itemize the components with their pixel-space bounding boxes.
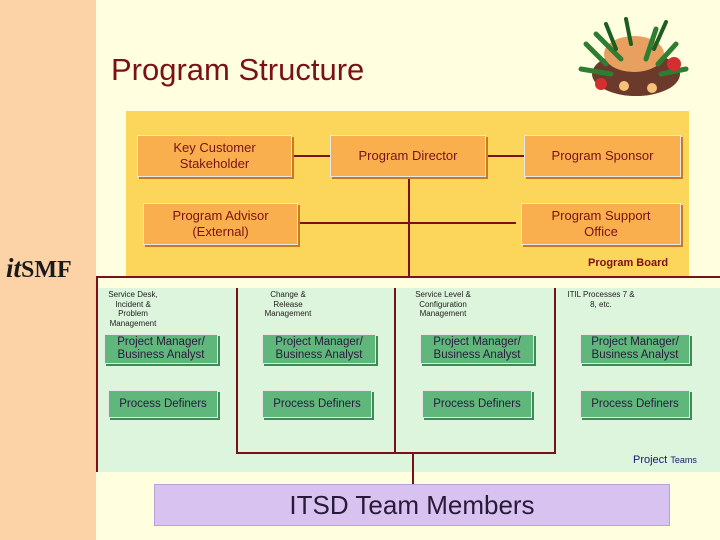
project-teams-label-small: Teams: [670, 455, 697, 465]
program-sponsor-box: Program Sponsor: [524, 135, 681, 177]
itsmf-logo-smf: SMF: [21, 257, 72, 283]
left-sidebar-band: [0, 0, 96, 540]
process-definers-label: Process Definers: [119, 397, 207, 410]
connector-line: [412, 452, 414, 484]
project-manager-box: Project Manager/ Business Analyst: [104, 334, 218, 364]
connector-line: [394, 288, 396, 453]
process-definers-label: Process Definers: [591, 397, 679, 410]
program-sponsor-label: Program Sponsor: [551, 148, 654, 163]
itsmf-logo-it: it: [6, 253, 22, 283]
project-manager-label: Project Manager/ Business Analyst: [591, 336, 679, 361]
process-definers-label: Process Definers: [273, 397, 361, 410]
connector-line: [236, 288, 238, 453]
connector-line: [486, 155, 524, 157]
project-manager-label: Project Manager/ Business Analyst: [433, 336, 521, 361]
itsd-team-members-label: ITSD Team Members: [289, 489, 535, 520]
program-advisor-label: Program Advisor (External): [172, 208, 269, 239]
program-director-label: Program Director: [358, 148, 458, 163]
program-support-office-label: Program Support Office: [551, 208, 651, 239]
team-area-label: Change & Release Management: [264, 290, 312, 318]
project-manager-label: Project Manager/ Business Analyst: [117, 336, 205, 361]
program-support-office-box: Program Support Office: [517, 199, 681, 245]
connector-line: [296, 222, 516, 224]
itsmf-logo: itSMF: [6, 253, 92, 285]
project-manager-box: Project Manager/ Business Analyst: [420, 334, 534, 364]
connector-line: [292, 155, 330, 157]
connector-line: [408, 176, 410, 276]
page-title: Program Structure: [111, 52, 365, 87]
process-definers-box: Process Definers: [575, 386, 690, 418]
project-manager-box: Project Manager/ Business Analyst: [580, 334, 690, 364]
connector-line: [96, 276, 98, 472]
team-area-label: ITIL Processes 7 & 8, etc.: [567, 290, 635, 309]
connector-line: [236, 452, 556, 454]
program-advisor-box: Program Advisor (External): [139, 199, 298, 245]
key-customer-stakeholder-box: Key Customer Stakeholder: [137, 135, 292, 177]
project-teams-label-main: Project: [633, 454, 668, 466]
team-area-label: Service Level & Configuration Management: [415, 290, 471, 318]
process-definers-box: Process Definers: [103, 386, 218, 418]
key-customer-stakeholder-label: Key Customer Stakeholder: [173, 140, 256, 171]
process-definers-label: Process Definers: [433, 397, 521, 410]
team-area-label: Service Desk, Incident & Problem Managem…: [108, 290, 158, 328]
process-definers-box: Process Definers: [417, 386, 532, 418]
project-manager-box: Project Manager/ Business Analyst: [262, 334, 376, 364]
program-board-label: Program Board: [588, 257, 669, 269]
project-manager-label: Project Manager/ Business Analyst: [275, 336, 363, 361]
project-teams-label: Project Teams: [633, 454, 697, 466]
connector-line: [554, 288, 556, 453]
itsd-team-members-box: ITSD Team Members: [154, 484, 670, 526]
project-teams-area: [96, 288, 720, 472]
program-director-box: Program Director: [330, 135, 486, 177]
process-definers-box: Process Definers: [257, 386, 372, 418]
team-huddle-clipart: [578, 17, 689, 96]
connector-line: [96, 276, 720, 278]
